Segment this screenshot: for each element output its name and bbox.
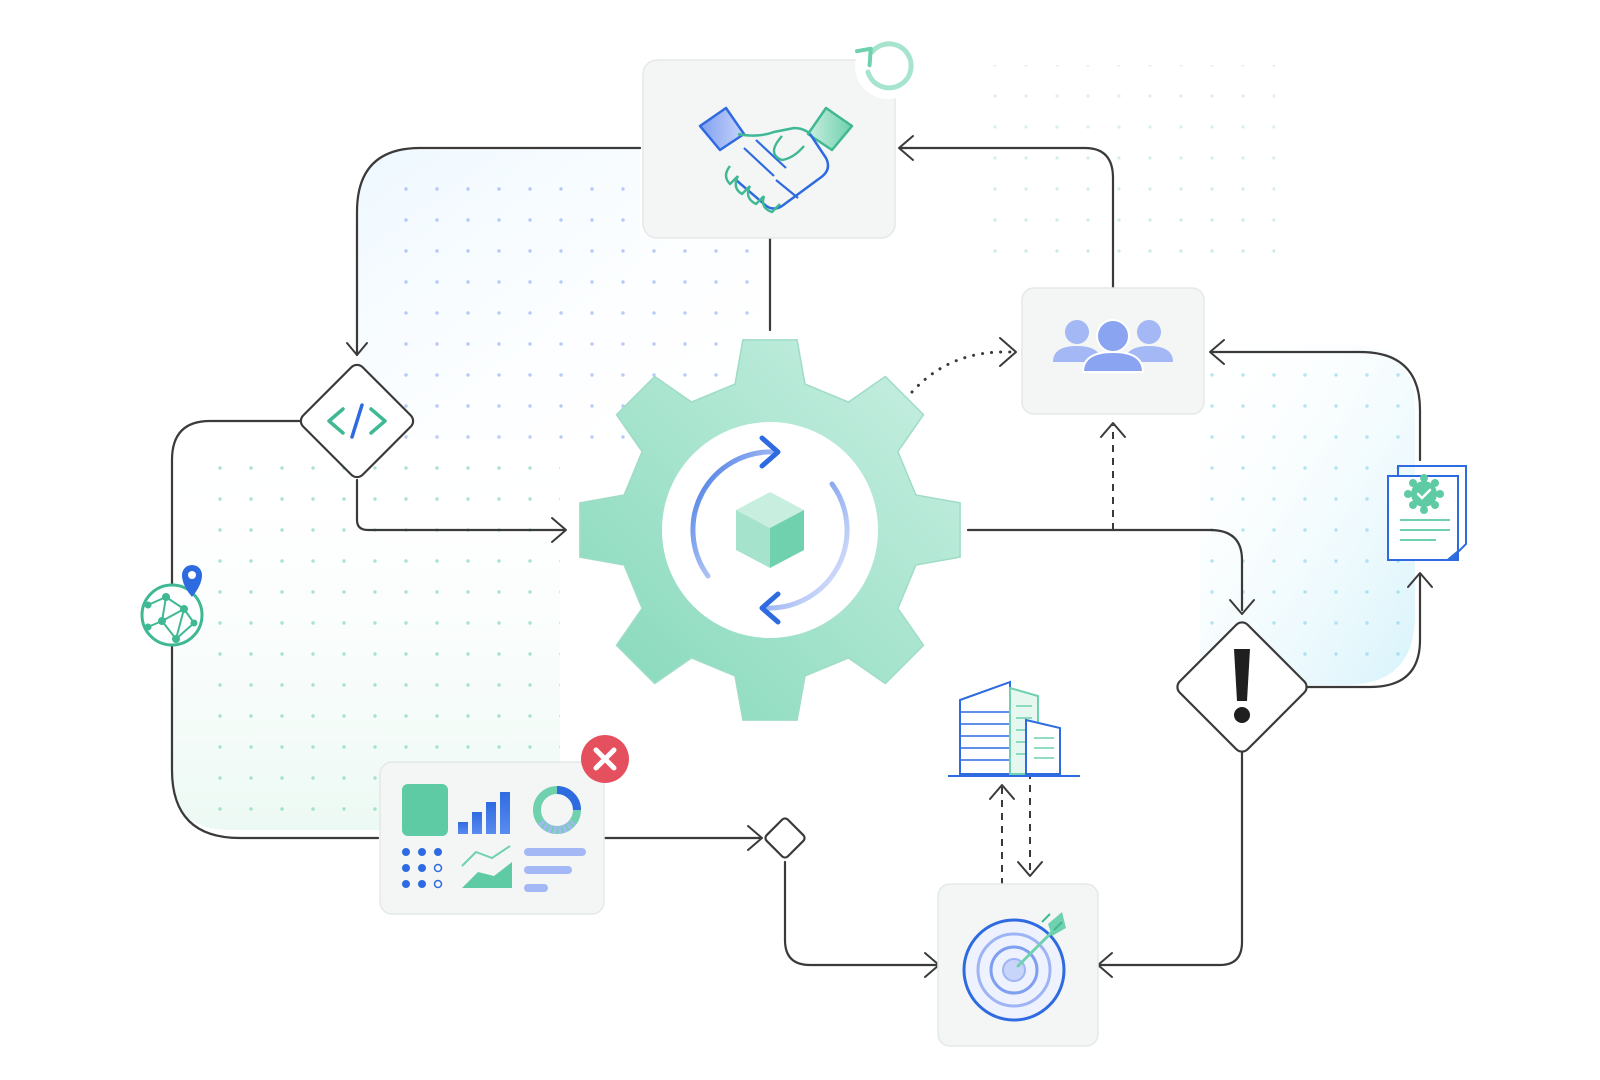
building	[948, 680, 1080, 777]
handshake-icon	[698, 106, 854, 214]
warning-icon	[1234, 649, 1250, 723]
target-icon	[962, 912, 1066, 1022]
network-globe[interactable]	[140, 565, 204, 647]
code-icon	[327, 403, 387, 439]
small-decision[interactable]	[764, 817, 806, 859]
target-card[interactable]	[937, 883, 1099, 1047]
certificate	[1387, 465, 1467, 561]
code-decision[interactable]	[298, 362, 417, 481]
error-x-icon[interactable]	[581, 735, 629, 783]
team-card[interactable]	[1021, 287, 1205, 415]
refresh-icon[interactable]	[854, 33, 921, 99]
diamond-icon	[764, 817, 806, 859]
network-globe-icon	[140, 583, 204, 647]
central-gear[interactable]	[579, 339, 961, 721]
dashboard-icon	[402, 784, 586, 892]
team-icon	[1053, 319, 1173, 373]
office-building-icon	[948, 680, 1080, 777]
dashboard-card[interactable]	[379, 735, 629, 915]
certificate-icon	[1387, 465, 1467, 561]
handshake-card[interactable]	[642, 33, 921, 239]
location-pin-icon	[182, 565, 202, 597]
flow-connectors	[170, 135, 1433, 978]
cube-icon	[736, 492, 804, 568]
warning-decision[interactable]	[1174, 619, 1310, 755]
sync-arrows-icon	[690, 435, 850, 625]
